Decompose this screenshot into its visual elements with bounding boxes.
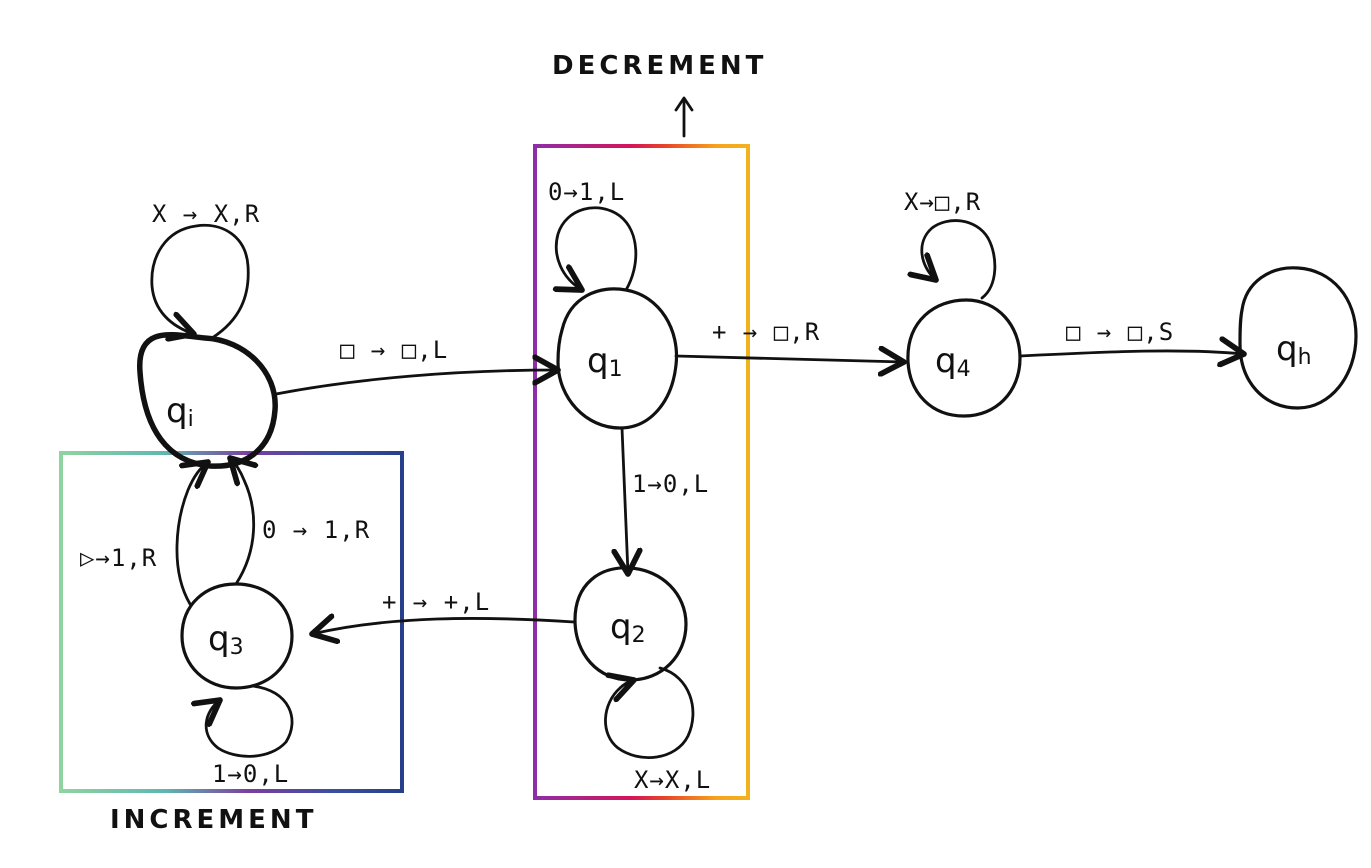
edge-qi-q1: □ → □,L bbox=[274, 336, 558, 396]
svg-text:□ → □,L: □ → □,L bbox=[340, 336, 448, 364]
svg-text:1→0,L: 1→0,L bbox=[632, 470, 709, 498]
edge-q1-q4: + → □,R bbox=[674, 318, 904, 362]
edge-q1-loop: 0→1,L bbox=[548, 178, 638, 290]
state-q4: q4 bbox=[906, 298, 1022, 418]
state-qh: qh bbox=[1238, 266, 1358, 410]
svg-text:□ → □,S: □ → □,S bbox=[1066, 318, 1174, 346]
decrement-arrow bbox=[674, 96, 694, 138]
svg-text:q4: q4 bbox=[935, 341, 971, 382]
svg-text:qh: qh bbox=[1276, 329, 1312, 370]
state-q2: q2 bbox=[573, 566, 688, 682]
svg-text:q1: q1 bbox=[587, 341, 623, 382]
svg-text:X→□,R: X→□,R bbox=[904, 188, 981, 216]
svg-text:0→1,L: 0→1,L bbox=[548, 178, 625, 206]
edge-q3-qi-left: ▷→1,R bbox=[80, 462, 208, 606]
svg-text:qi: qi bbox=[166, 391, 194, 432]
edge-q1-q2: 1→0,L bbox=[622, 426, 709, 574]
decrement-box bbox=[533, 144, 750, 800]
svg-text:X→X,L: X→X,L bbox=[634, 766, 711, 794]
edge-q2-loop: X→X,L bbox=[604, 666, 711, 794]
edge-q4-qh: □ → □,S bbox=[1018, 318, 1244, 356]
svg-text:q3: q3 bbox=[208, 619, 244, 660]
state-q1: q1 bbox=[556, 287, 679, 430]
increment-box bbox=[59, 451, 404, 793]
svg-text:▷→1,R: ▷→1,R bbox=[80, 544, 157, 572]
edge-q3-loop: 1→0,L bbox=[206, 684, 294, 788]
svg-text:0 → 1,R: 0 → 1,R bbox=[262, 516, 370, 544]
edge-q3-qi-right: 0 → 1,R bbox=[230, 458, 370, 586]
edge-q2-q3: + → +,L bbox=[312, 588, 576, 634]
decrement-label: DECREMENT bbox=[552, 51, 767, 81]
svg-text:1→0,L: 1→0,L bbox=[212, 760, 289, 788]
svg-text:+ → □,R: + → □,R bbox=[712, 318, 820, 346]
edge-q4-loop: X→□,R bbox=[904, 188, 997, 300]
state-q3: q3 bbox=[180, 582, 294, 690]
svg-text:+ → +,L: + → +,L bbox=[382, 588, 490, 616]
state-qi: qi bbox=[137, 331, 278, 469]
edge-qi-loop: X → X,R bbox=[150, 200, 260, 338]
svg-text:X → X,R: X → X,R bbox=[152, 200, 260, 228]
svg-text:q2: q2 bbox=[610, 607, 646, 648]
increment-label: INCREMENT bbox=[110, 805, 317, 835]
